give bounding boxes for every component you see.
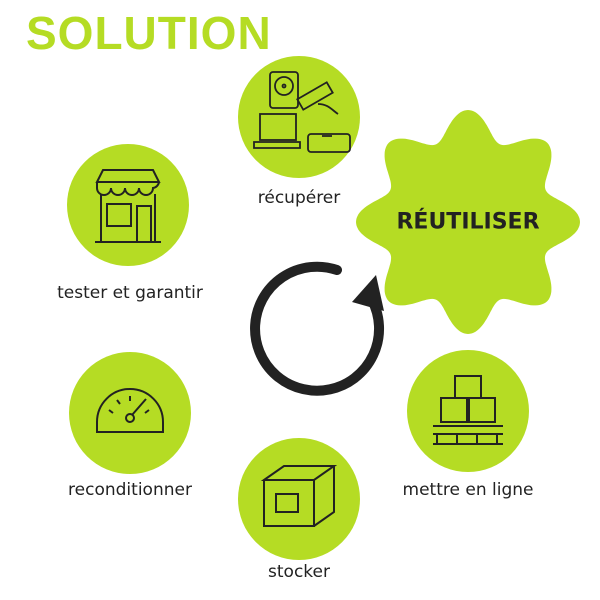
reutiliser-blob: [356, 110, 580, 334]
step-label: stocker: [268, 562, 330, 582]
arrowhead-icon: [352, 275, 384, 311]
computer-parts-icon: [253, 71, 351, 153]
cycle-arrow: [250, 261, 384, 396]
shop-icon: [95, 169, 161, 243]
step-label: mettre en ligne: [402, 480, 534, 500]
step-tester: [67, 144, 189, 266]
step-reconditionner: [69, 352, 191, 474]
box-icon: [260, 465, 338, 527]
step-label: tester et garantir: [57, 283, 203, 303]
gauge-icon: [96, 388, 164, 433]
step-label: récupérer: [257, 188, 341, 208]
step-mettre-en-ligne: [407, 350, 529, 472]
center-label: RÉUTILISER: [396, 209, 540, 235]
step-label: reconditionner: [68, 480, 192, 500]
step-stocker: [238, 438, 360, 560]
page-title: SOLUTION: [26, 7, 272, 59]
step-recuperer: [238, 56, 360, 178]
pallet-boxes-icon: [433, 375, 503, 445]
